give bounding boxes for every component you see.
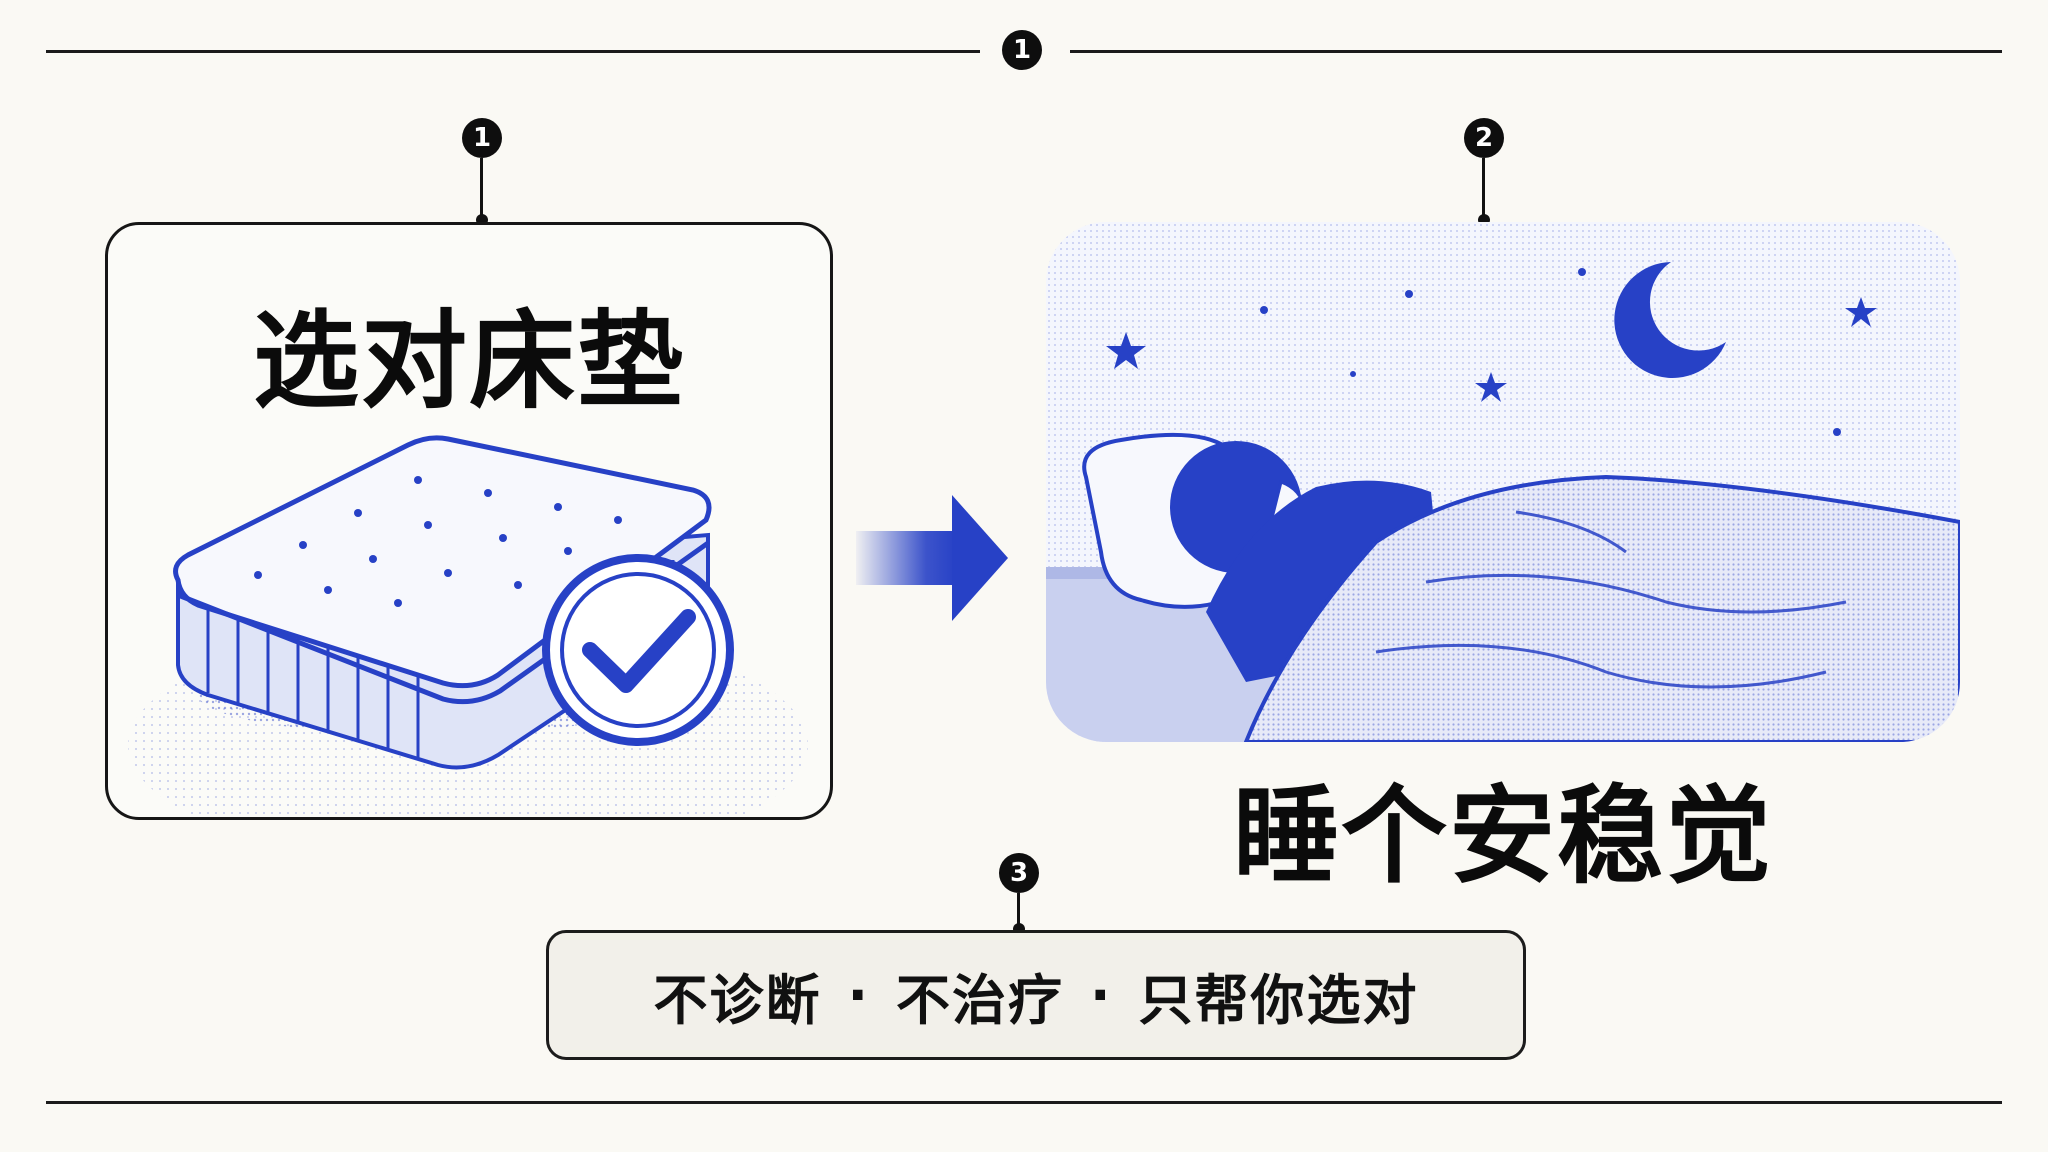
arrow-right-icon bbox=[856, 495, 1008, 621]
header-step-badge: 1 bbox=[1002, 30, 1042, 70]
sleep-scene bbox=[1046, 222, 1960, 742]
step-badge-2: 2 bbox=[1464, 118, 1504, 158]
step-badge-3: 3 bbox=[999, 853, 1039, 893]
star-icon bbox=[1106, 268, 1877, 436]
mattress-card: 选对床垫 bbox=[105, 222, 833, 820]
disclaimer-item-1: 不诊断 bbox=[653, 968, 822, 1032]
disclaimer-box: 不诊断 · 不治疗 · 只帮你选对 bbox=[546, 930, 1526, 1060]
scene-caption: 睡个安稳觉 bbox=[1233, 775, 1773, 898]
bottom-divider bbox=[46, 1101, 2002, 1104]
card-title: 选对床垫 bbox=[253, 300, 685, 423]
separator: · bbox=[847, 963, 870, 1027]
moon-icon bbox=[1614, 262, 1726, 378]
mattress-illustration bbox=[128, 435, 808, 817]
sleeping-person-illustration bbox=[1046, 222, 1960, 742]
disclaimer-item-3: 只帮你选对 bbox=[1138, 968, 1419, 1032]
disclaimer-item-2: 不治疗 bbox=[896, 968, 1064, 1032]
step-badge-1: 1 bbox=[462, 118, 502, 158]
separator: · bbox=[1090, 963, 1113, 1027]
